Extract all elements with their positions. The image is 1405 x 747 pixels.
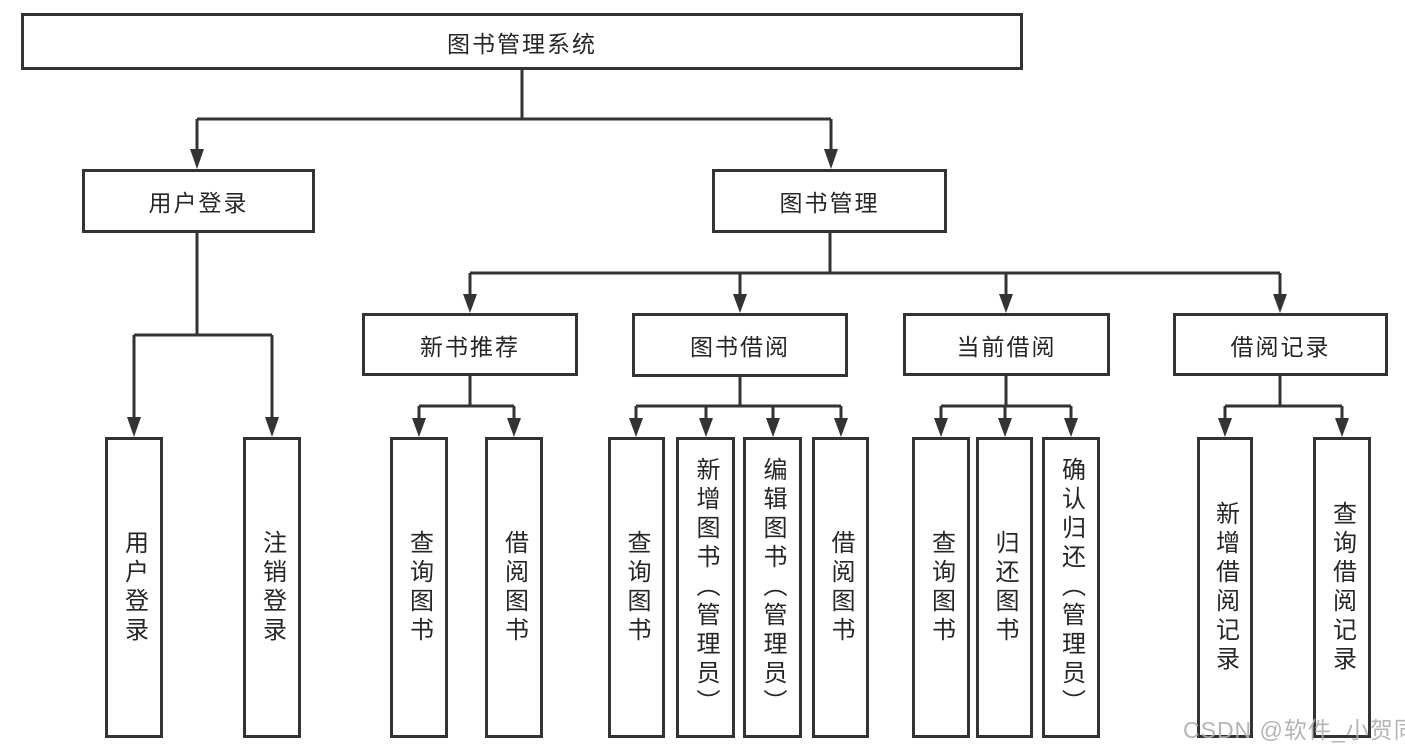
node-label: 借阅图书 — [500, 529, 528, 646]
leaf-query-books-borrowing: 查询图书 — [608, 437, 665, 738]
leaf-add-borrow-record: 新增借阅记录 — [1197, 437, 1253, 738]
node-label: 图书借阅 — [690, 334, 790, 360]
node-label: 用户登录 — [148, 190, 249, 216]
node-label: 归还图书 — [991, 529, 1018, 646]
node-label: 确认归还（管理员） — [1057, 457, 1085, 718]
node-label: 用户登录 — [120, 529, 148, 646]
leaf-borrow-books-recommend: 借阅图书 — [485, 437, 543, 738]
node-label: 新书推荐 — [420, 333, 520, 360]
node-label: 查询图书 — [623, 529, 650, 646]
node-label: 查询图书 — [927, 529, 955, 646]
leaf-user-login: 用户登录 — [105, 437, 163, 738]
node-label: 查询借阅记录 — [1328, 500, 1356, 675]
leaf-confirm-return-admin: 确认归还（管理员） — [1042, 437, 1100, 738]
leaf-query-books-current: 查询图书 — [912, 437, 970, 738]
node-root-library-system: 图书管理系统 — [21, 13, 1023, 70]
leaf-edit-books-admin: 编辑图书（管理员） — [743, 437, 802, 738]
node-book-borrowing: 图书借阅 — [632, 313, 848, 377]
node-current-borrowing: 当前借阅 — [903, 313, 1110, 376]
node-new-book-recommend: 新书推荐 — [362, 313, 578, 376]
leaf-return-books: 归还图书 — [976, 437, 1033, 738]
node-label: 借阅记录 — [1230, 333, 1331, 360]
node-book-management: 图书管理 — [712, 169, 947, 233]
leaf-borrow-books-borrowing: 借阅图书 — [812, 437, 869, 738]
node-label: 图书管理 — [779, 190, 880, 216]
node-user-login: 用户登录 — [82, 169, 315, 233]
csdn-watermark: CSDN @软件_小贺同学 — [1183, 717, 1405, 743]
node-label: 当前借阅 — [956, 333, 1057, 360]
node-borrowing-records: 借阅记录 — [1173, 313, 1388, 376]
leaf-add-books-admin: 新增图书（管理员） — [676, 437, 735, 738]
node-label: 新增图书（管理员） — [692, 457, 719, 718]
leaf-query-borrow-record: 查询借阅记录 — [1313, 437, 1371, 738]
leaf-query-books-recommend: 查询图书 — [390, 437, 448, 738]
node-label: 图书管理系统 — [447, 30, 597, 57]
node-label: 注销登录 — [258, 529, 286, 646]
leaf-logout: 注销登录 — [243, 437, 301, 738]
node-label: 查询图书 — [405, 529, 433, 646]
node-label: 编辑图书（管理员） — [759, 457, 786, 718]
node-label: 新增借阅记录 — [1211, 500, 1239, 675]
node-label: 借阅图书 — [827, 529, 854, 646]
